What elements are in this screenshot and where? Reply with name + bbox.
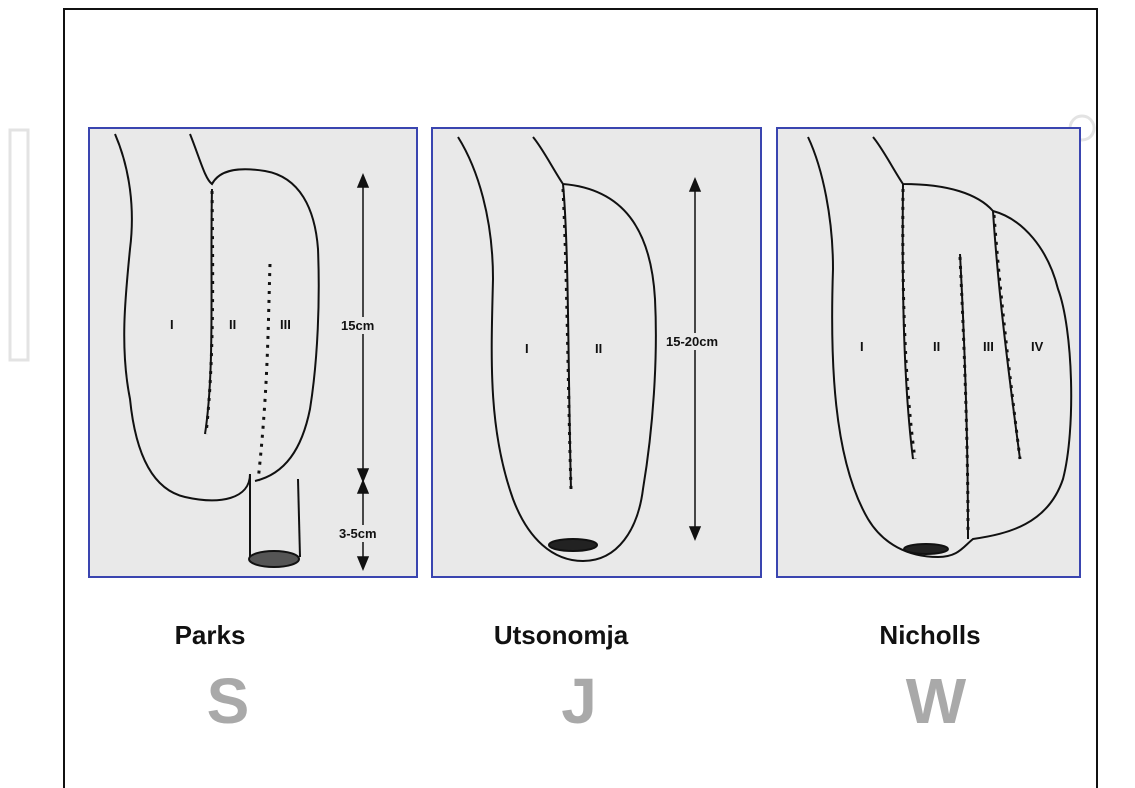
segment-label: II	[595, 341, 602, 356]
segment-label: II	[229, 317, 236, 332]
dimension-label: 15cm	[338, 317, 377, 334]
dimension-label: 15-20cm	[663, 333, 721, 350]
segment-label: I	[525, 341, 529, 356]
segment-label: III	[280, 317, 291, 332]
segment-label: III	[983, 339, 994, 354]
dimension-label: 3-5cm	[336, 525, 380, 542]
panel-nicholls: I II III IV	[776, 127, 1081, 578]
parks-pouch-diagram	[90, 129, 418, 578]
segment-label: II	[933, 339, 940, 354]
pouch-shape-letter-w: W	[816, 664, 1056, 738]
pouch-name-parks: Parks	[90, 620, 330, 651]
panel-parks: I II III 15cm 3-5cm	[88, 127, 418, 578]
segment-label: I	[860, 339, 864, 354]
panel-utsonomja: I II 15-20cm	[431, 127, 762, 578]
segment-label: I	[170, 317, 174, 332]
segment-label: IV	[1031, 339, 1043, 354]
pouch-name-utsonomja: Utsonomja	[441, 620, 681, 651]
pouch-shape-letter-s: S	[108, 664, 348, 738]
pouch-name-nicholls: Nicholls	[810, 620, 1050, 651]
pouch-shape-letter-j: J	[459, 664, 699, 738]
